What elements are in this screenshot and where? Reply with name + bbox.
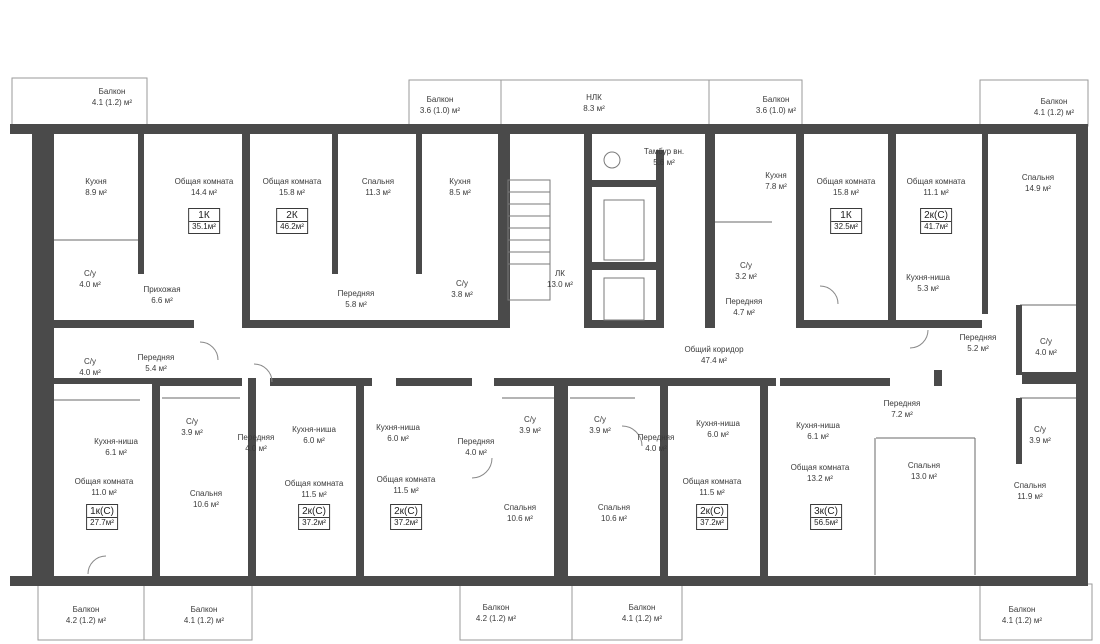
inner-wall-lines bbox=[52, 221, 1080, 575]
stair-lines bbox=[507, 151, 645, 321]
apartment-tag: 2к(С)37.2м² bbox=[390, 504, 422, 530]
room-label: Тамбур вн.5.6 м² bbox=[643, 147, 685, 167]
apartment-tag: 1к(С)27.7м² bbox=[86, 504, 118, 530]
apartment-tag: 2к(С)37.2м² bbox=[298, 504, 330, 530]
walls bbox=[10, 124, 1088, 586]
door-arcs bbox=[87, 285, 929, 575]
apartment-tag: 2к(С)41.7м² bbox=[920, 208, 952, 234]
apartment-tag: 2к(С)37.2м² bbox=[696, 504, 728, 530]
apartment-tag: 3к(С)56.5м² bbox=[810, 504, 842, 530]
